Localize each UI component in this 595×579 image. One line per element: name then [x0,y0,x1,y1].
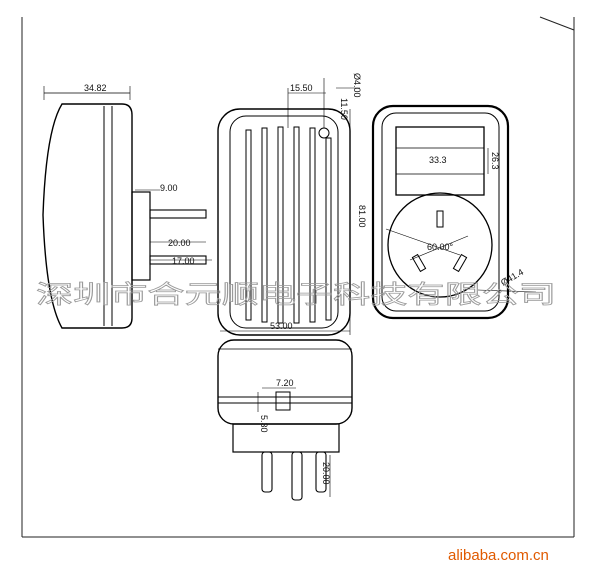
dim-prong-gap: 17.00 [172,256,195,266]
dim-hole-diameter: Ø4.00 [352,73,362,98]
front-ribbed-view [217,78,360,336]
drawing-frame [21,16,575,538]
dim-height: 81.00 [357,205,367,228]
dim-hole-margin: 11.50 [339,98,349,120]
dim-socket-angle: 60.00° [427,242,454,252]
dim-display-width: 33.3 [429,155,447,165]
dim-slot-depth: 5.30 [259,415,269,433]
dim-prong-length: 20.00 [168,238,191,248]
side-view [42,86,212,329]
dim-bottom-width: 53.00 [270,321,293,331]
face-view [371,104,537,320]
dim-display-height: 26.3 [490,152,500,170]
bottom-view [217,330,353,501]
dim-prong-offset: 9.00 [160,183,178,193]
dim-side-width: 34.82 [84,83,107,93]
dim-slot-width: 7.20 [276,378,294,388]
alibaba-watermark: alibaba.com.cn [448,547,549,564]
dim-bottom-prong-length: 20.00 [321,462,331,485]
dim-hole-offset: 15.50 [290,83,313,93]
company-watermark: 深圳市合元顺电子科技有限公司 [36,280,556,309]
